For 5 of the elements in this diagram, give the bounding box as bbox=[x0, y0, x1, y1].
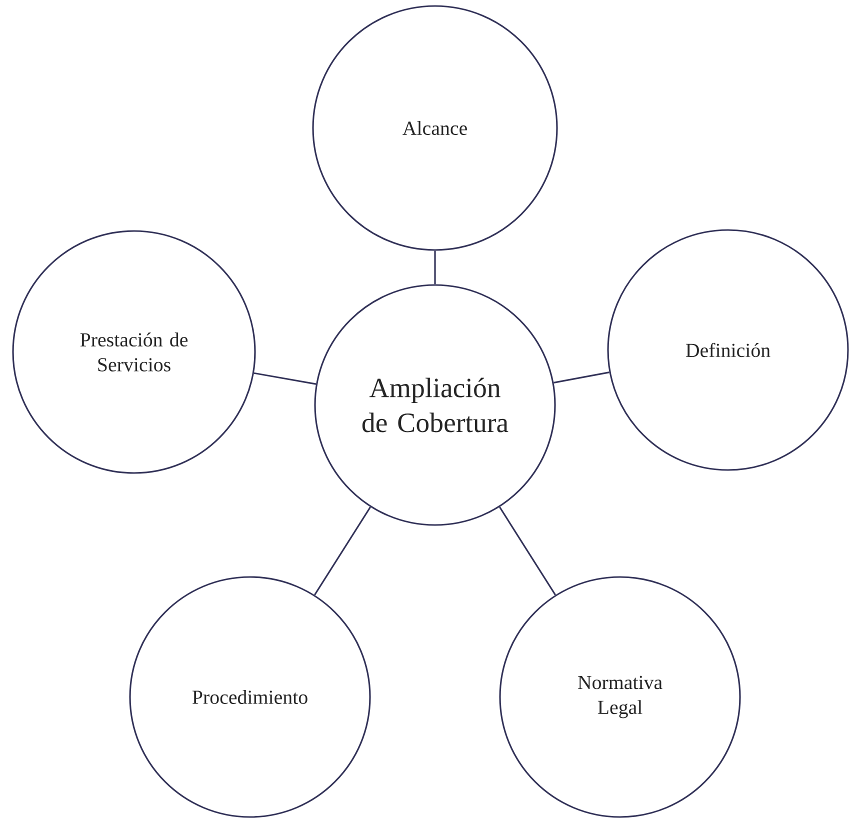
connector-line bbox=[554, 372, 610, 384]
connector-line bbox=[254, 372, 316, 385]
connector-line bbox=[434, 250, 436, 284]
connector-line bbox=[498, 506, 556, 596]
connector-line bbox=[314, 506, 372, 596]
